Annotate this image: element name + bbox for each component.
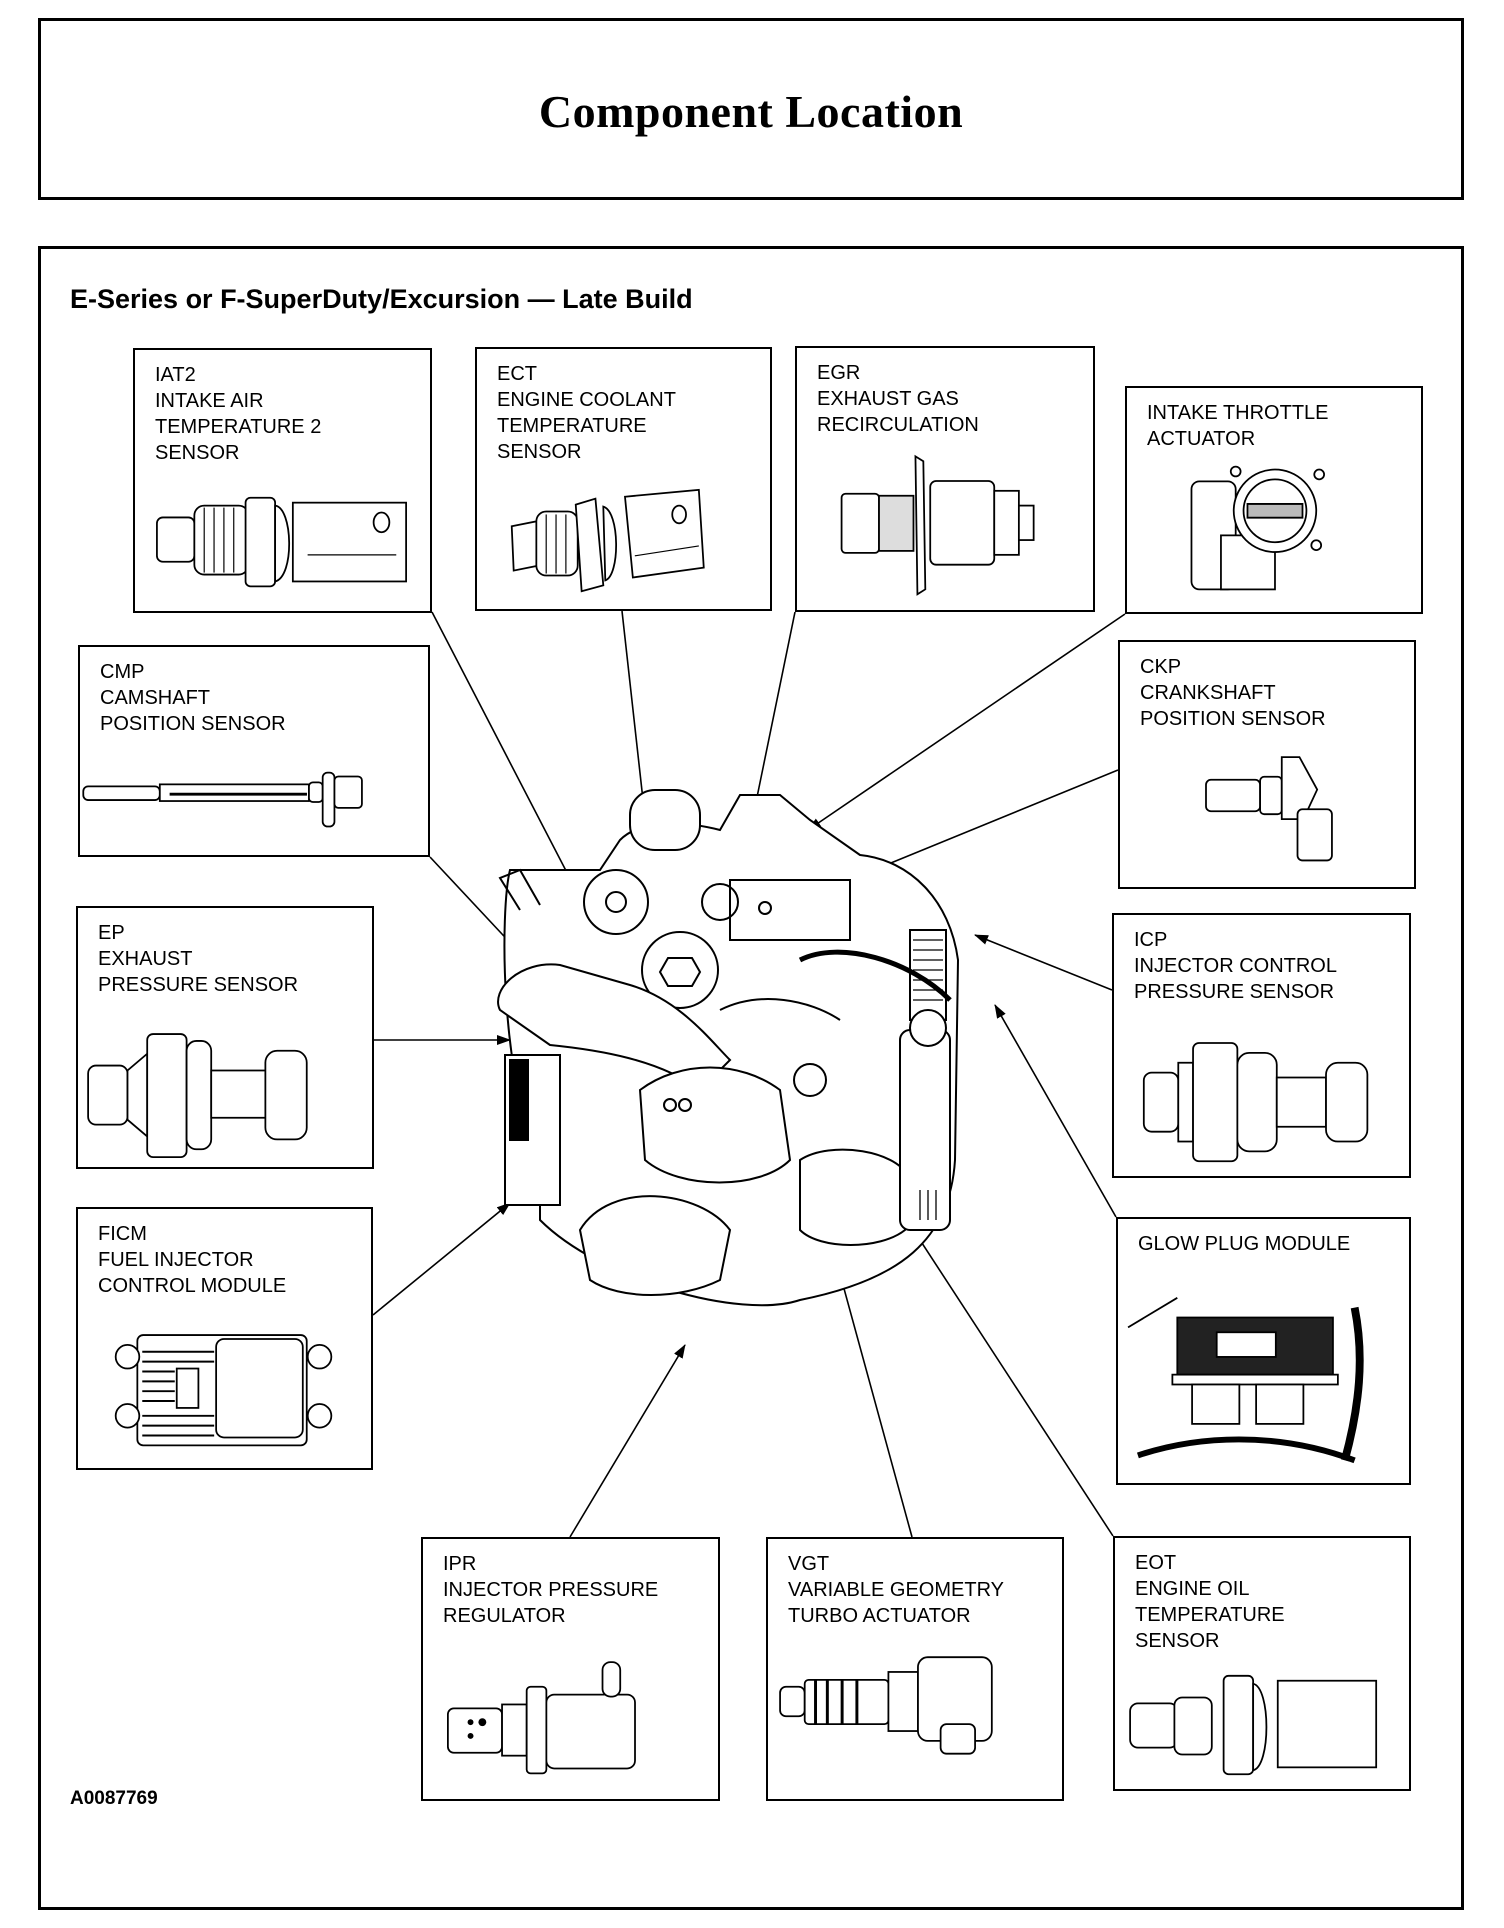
component-box-iat2: IAT2 INTAKE AIR TEMPERATURE 2 SENSOR: [133, 348, 432, 613]
component-box-ect: ECT ENGINE COOLANT TEMPERATURE SENSOR: [475, 347, 772, 611]
component-label-ep: EP EXHAUST PRESSURE SENSOR: [98, 922, 299, 996]
egr-valve-icon: [840, 454, 1035, 596]
cmp-sensor-icon: [82, 771, 363, 828]
component-box-vgt: VGT VARIABLE GEOMETRY TURBO ACTUATOR: [766, 1537, 1064, 1801]
component-box-ckp: CKP CRANKSHAFT POSITION SENSOR: [1118, 640, 1416, 889]
component-label-iat2: IAT2 INTAKE AIR TEMPERATURE 2 SENSOR: [155, 364, 322, 464]
ficm-module-icon: [114, 1334, 333, 1447]
component-box-icp: ICP INJECTOR CONTROL PRESSURE SENSOR: [1112, 913, 1411, 1178]
component-box-ipr: IPR INJECTOR PRESSURE REGULATOR: [421, 1537, 720, 1801]
component-label-cmp: CMP CAMSHAFT POSITION SENSOR: [100, 661, 286, 735]
component-label-ipr: IPR INJECTOR PRESSURE REGULATOR: [443, 1553, 659, 1627]
diagram-subtitle: E-Series or F-SuperDuty/Excursion — Late…: [70, 284, 693, 314]
component-box-eot: EOT ENGINE OIL TEMPERATURE SENSOR: [1113, 1536, 1411, 1791]
component-box-glow-plug: GLOW PLUG MODULE: [1116, 1217, 1411, 1485]
throttle-actuator-icon: [1190, 465, 1325, 591]
component-label-ckp: CKP CRANKSHAFT POSITION SENSOR: [1140, 656, 1326, 730]
component-box-ficm: FICM FUEL INJECTOR CONTROL MODULE: [76, 1207, 373, 1470]
component-box-ep: EP EXHAUST PRESSURE SENSOR: [76, 906, 374, 1169]
eot-sensor-icon: [1129, 1674, 1378, 1776]
glow-plug-module-icon: [1127, 1297, 1364, 1464]
component-label-glow-plug: GLOW PLUG MODULE: [1138, 1233, 1351, 1255]
ipr-regulator-icon: [446, 1661, 636, 1775]
ckp-sensor-icon: [1205, 756, 1333, 862]
ep-sensor-icon: [87, 1033, 308, 1159]
component-label-ect: ECT ENGINE COOLANT TEMPERATURE SENSOR: [497, 363, 676, 463]
component-label-ficm: FICM FUEL INJECTOR CONTROL MODULE: [98, 1223, 287, 1297]
vgt-actuator-icon: [779, 1656, 993, 1755]
component-label-egr: EGR EXHAUST GAS RECIRCULATION: [817, 362, 979, 436]
component-label-intake-throttle: INTAKE THROTTLE ACTUATOR: [1147, 402, 1329, 450]
component-label-icp: ICP INJECTOR CONTROL PRESSURE SENSOR: [1134, 929, 1337, 1003]
figure-id: A0087769: [70, 1788, 158, 1809]
iat2-sensor-icon: [156, 496, 407, 588]
engine-illustration: [497, 789, 960, 1307]
component-box-egr: EGR EXHAUST GAS RECIRCULATION: [795, 346, 1095, 612]
component-label-eot: EOT ENGINE OIL TEMPERATURE SENSOR: [1135, 1552, 1285, 1652]
header-box: Component Location: [38, 18, 1464, 200]
component-box-cmp: CMP CAMSHAFT POSITION SENSOR: [78, 645, 430, 857]
ect-sensor-icon: [510, 488, 705, 593]
component-label-vgt: VGT VARIABLE GEOMETRY TURBO ACTUATOR: [788, 1553, 1004, 1627]
component-box-intake-throttle: INTAKE THROTTLE ACTUATOR: [1125, 386, 1423, 614]
page-title: Component Location: [538, 86, 964, 137]
diagram-frame: [38, 246, 1464, 1910]
icp-sensor-icon: [1142, 1042, 1369, 1163]
